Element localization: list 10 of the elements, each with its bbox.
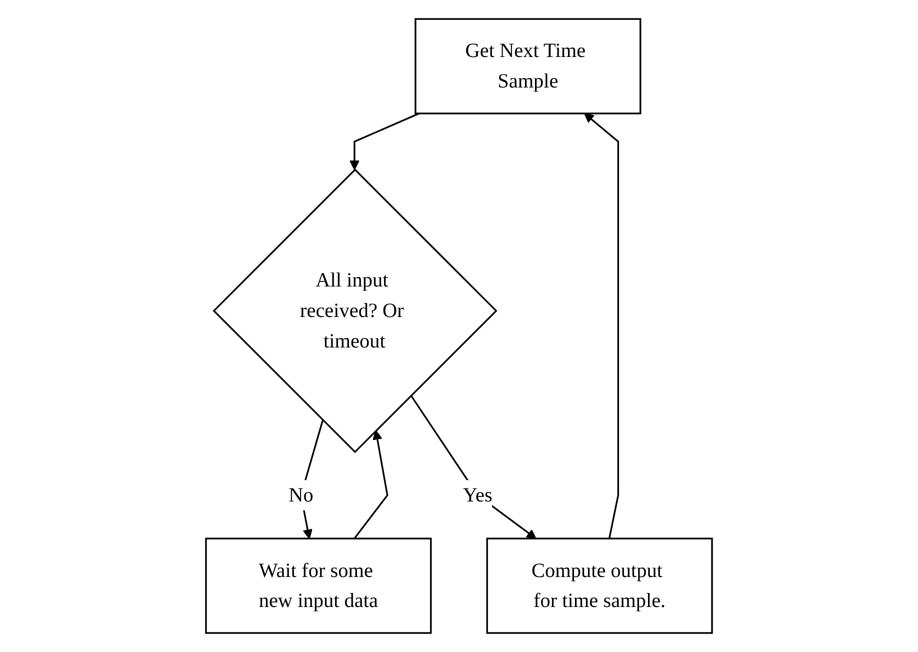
- node-box: Get Next Time Sample: [414, 18, 642, 114]
- node-diamond: All input received? Or timeout: [212, 168, 498, 454]
- node-box: Wait for some new input data: [205, 538, 432, 634]
- arrow: [354, 430, 388, 540]
- edge-label: No: [288, 483, 314, 506]
- arrow: [584, 113, 620, 539]
- node-box: Compute output for time sample.: [486, 538, 713, 634]
- arrow: [350, 112, 420, 170]
- edge-label: Yes: [462, 483, 492, 506]
- arrow: [410, 394, 536, 539]
